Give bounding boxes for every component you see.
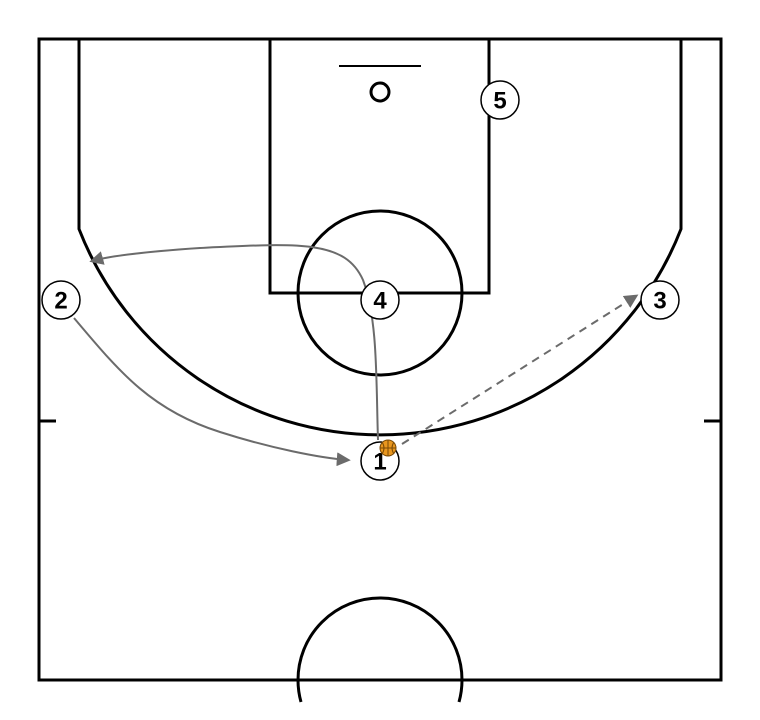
player-5-label: 5: [493, 88, 506, 115]
center-circle-lower-right: [457, 679, 464, 703]
player-2-label: 2: [54, 288, 67, 315]
cut-path-player-2: [73, 317, 351, 467]
player-3[interactable]: 3: [640, 280, 680, 320]
center-circle: [296, 596, 464, 681]
rim: [369, 81, 391, 103]
player-3-label: 3: [653, 288, 666, 315]
basketball-icon: [379, 439, 397, 457]
player-5[interactable]: 5: [480, 80, 520, 120]
court-boundary: [37, 37, 723, 682]
player-2[interactable]: 2: [41, 280, 81, 320]
paint-key: [268, 37, 491, 295]
cut-path-player-4: [89, 244, 379, 441]
player-4-label: 4: [373, 288, 387, 315]
pass-path-1-to-3: [401, 294, 639, 445]
player-1-label: 1: [373, 449, 386, 476]
free-throw-circle: [296, 209, 464, 377]
three-point-line: [77, 39, 683, 437]
player-4[interactable]: 4: [360, 280, 400, 320]
center-circle-lower: [296, 679, 303, 703]
